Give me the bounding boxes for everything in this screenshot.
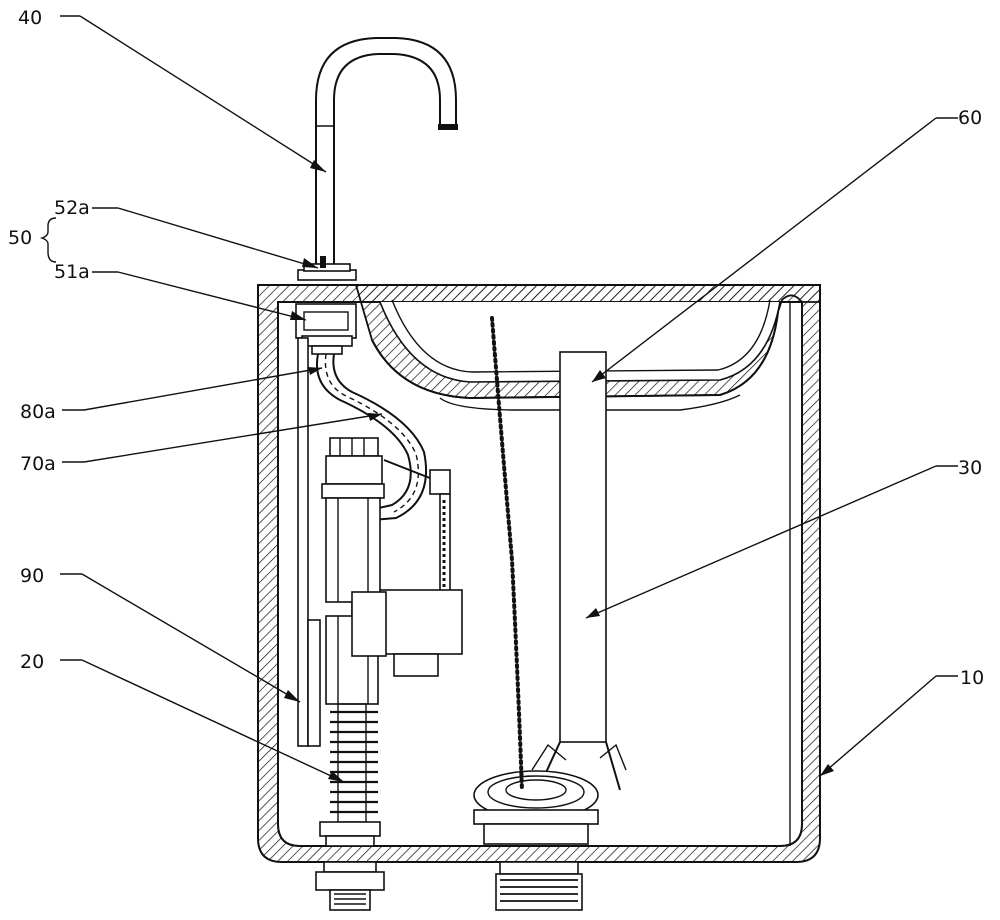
label-50: 50 (8, 227, 32, 249)
label-90: 90 (20, 565, 44, 587)
label-20: 20 (20, 651, 44, 673)
label-40: 40 (18, 7, 42, 29)
float-assembly (351, 459, 463, 677)
flush-valve (473, 770, 599, 845)
inlet-fitting (315, 861, 385, 911)
label-52a: 52a (54, 197, 90, 219)
faucet (297, 37, 458, 281)
connector-block (295, 303, 357, 355)
chain (490, 316, 524, 792)
overflow-tube (531, 351, 627, 791)
hose (316, 353, 428, 521)
label-10: 10 (960, 667, 984, 689)
label-70a: 70a (20, 453, 56, 475)
leader-lines (39, 15, 958, 783)
outlet-fitting (495, 861, 583, 911)
rod (297, 337, 321, 747)
label-30: 30 (958, 457, 982, 479)
basin (354, 284, 821, 411)
label-60: 60 (958, 107, 982, 129)
label-80a: 80a (20, 401, 56, 423)
label-51a: 51a (54, 261, 90, 283)
